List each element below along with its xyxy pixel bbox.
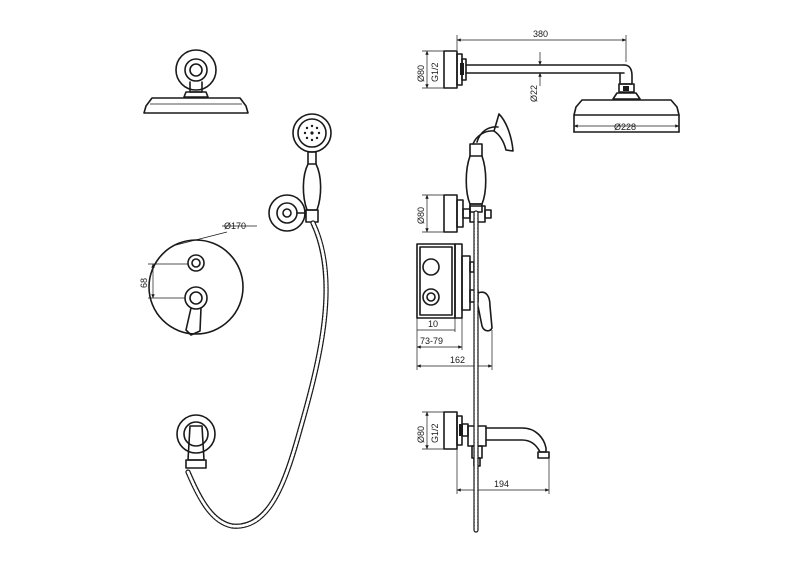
wall-holder-side-view xyxy=(443,194,492,233)
shower-hose-front xyxy=(185,220,329,529)
hand-shower-front-view xyxy=(292,113,332,223)
hand-shower-side-view xyxy=(465,113,514,213)
label-380: 380 xyxy=(533,29,548,39)
label-r7379: 73-79 xyxy=(420,336,443,346)
overhead-shower-front-view xyxy=(143,49,249,114)
mixer-plate-front-view xyxy=(148,239,244,336)
wall-holder-front-view xyxy=(268,194,307,232)
label-w194: 194 xyxy=(494,479,509,489)
label-d80-mid: Ø80 xyxy=(416,207,426,224)
label-g12-top: G1/2 xyxy=(430,62,440,82)
dim-holder-80: Ø80 xyxy=(416,194,444,233)
label-g12-bot: G1/2 xyxy=(430,423,440,443)
shower-head-side-view xyxy=(573,92,680,133)
mixer-side-view xyxy=(416,243,493,332)
dim-head-228: Ø228 xyxy=(573,122,680,132)
dim-spout-80: Ø80 G1/2 xyxy=(416,411,444,450)
dim-mixer-162: 162 xyxy=(416,330,493,370)
spray-nozzles xyxy=(303,124,321,142)
wall-outlet-front-view xyxy=(176,414,216,469)
label-d228: Ø228 xyxy=(614,122,636,132)
dim-mixer-73-79: 73-79 xyxy=(416,318,463,350)
label-w10: 10 xyxy=(428,319,438,329)
dim-flange-80-top: Ø80 G1/2 xyxy=(416,50,444,89)
dim-height-68: 68 xyxy=(139,263,188,299)
label-w162: 162 xyxy=(450,355,465,365)
dim-arm-22: Ø22 xyxy=(529,52,542,102)
label-d80-top: Ø80 xyxy=(416,65,426,82)
dim-diameter-170: Ø170 xyxy=(175,221,257,246)
label-h68: 68 xyxy=(139,278,149,288)
label-d170: Ø170 xyxy=(224,221,246,231)
dim-arm-380: 380 xyxy=(456,29,627,62)
dim-mixer-10: 10 xyxy=(416,318,456,332)
dim-spout-194: 194 xyxy=(456,449,550,494)
shower-arm-side-view xyxy=(443,50,635,93)
label-d80-bot: Ø80 xyxy=(416,426,426,443)
label-d22: Ø22 xyxy=(529,85,539,102)
bath-spout-side-view xyxy=(443,411,550,467)
